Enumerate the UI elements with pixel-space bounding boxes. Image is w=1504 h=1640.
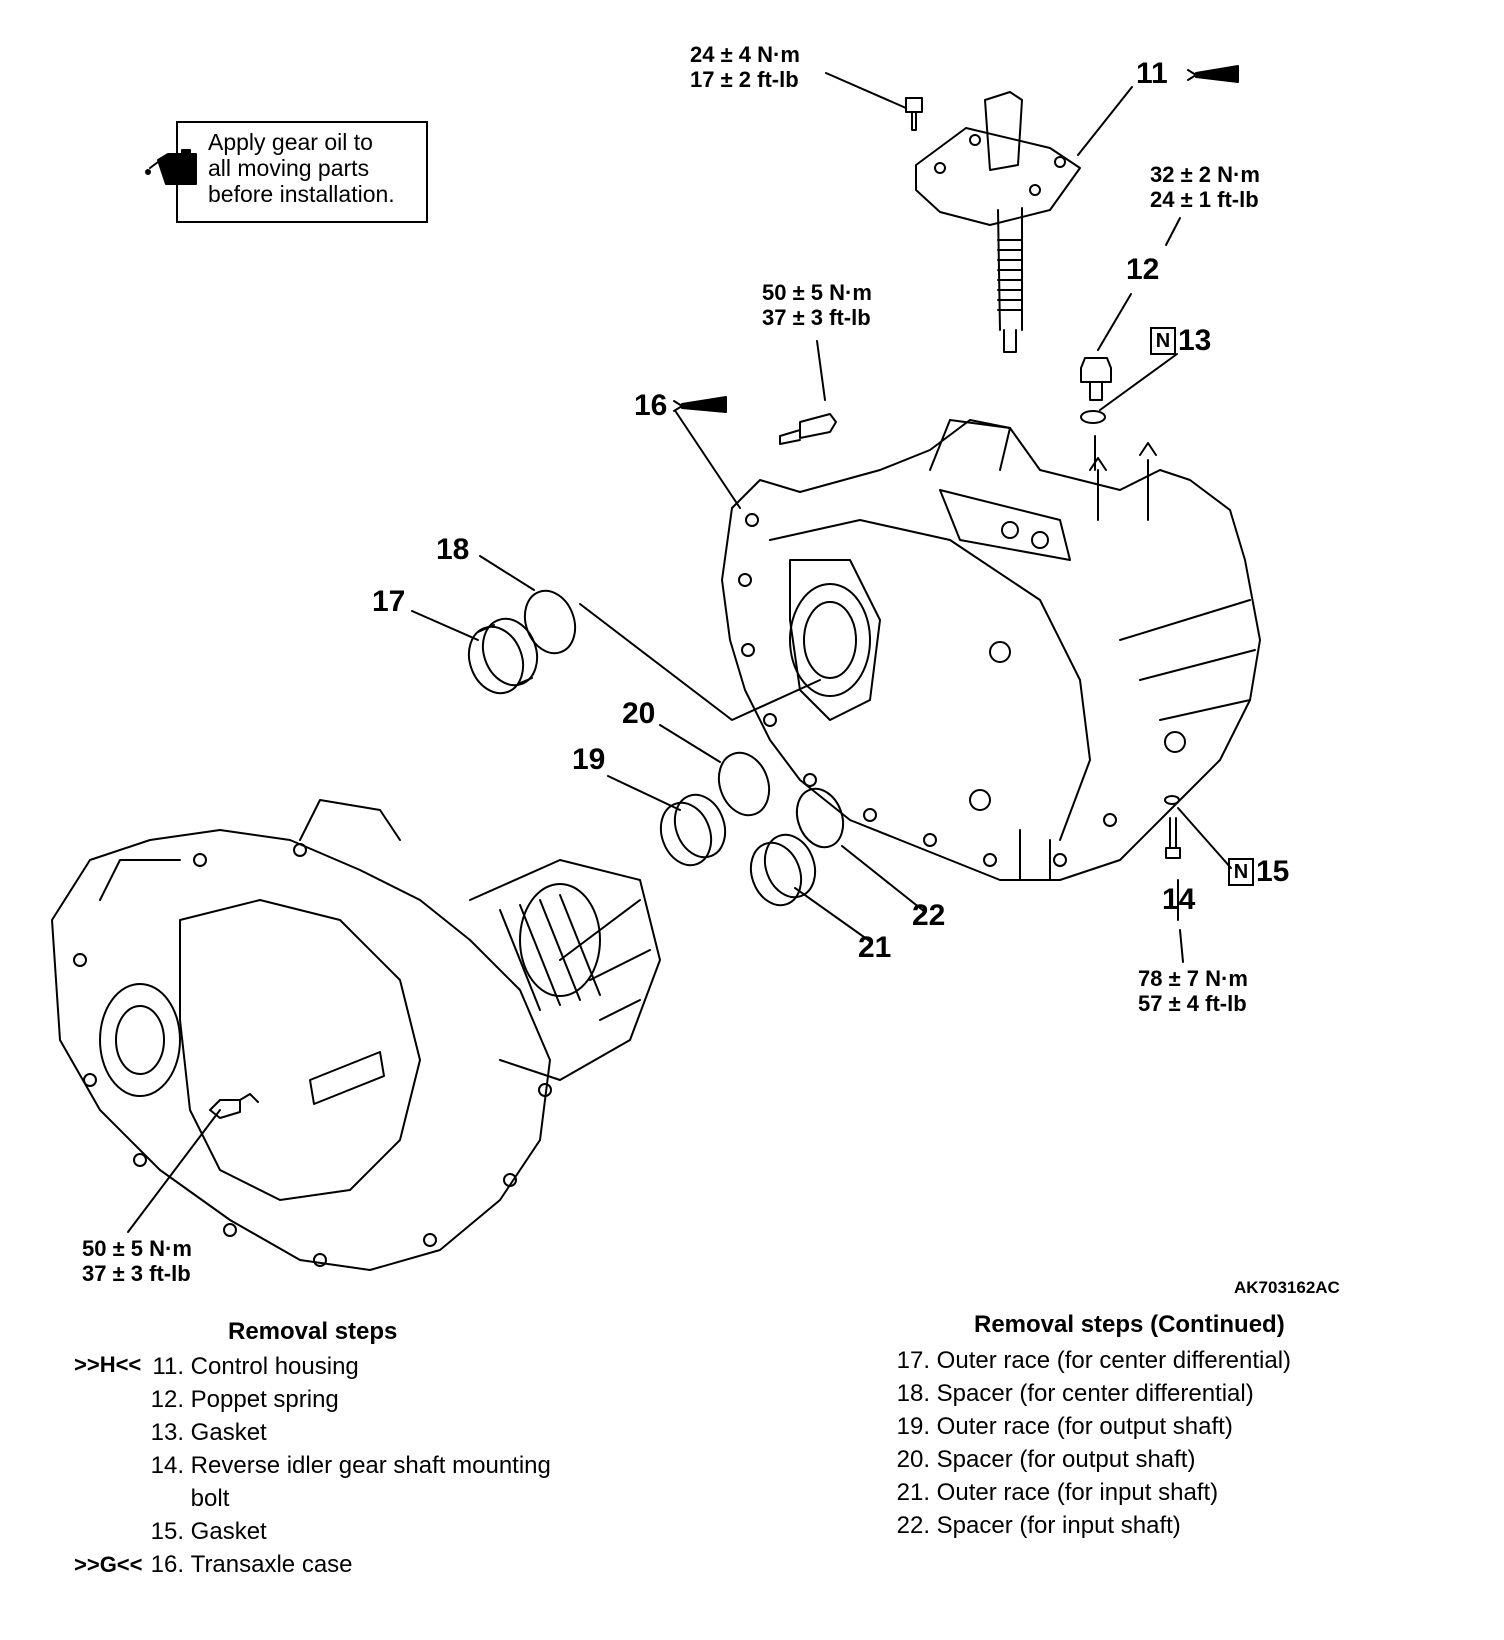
torque-metric: 50 ± 5 N·m bbox=[82, 1236, 192, 1261]
torque-imperial: 37 ± 3 ft-lb bbox=[82, 1261, 191, 1286]
removal-step: 22. Spacer (for input shaft) bbox=[888, 1509, 1181, 1542]
removal-step: 13. Gasket bbox=[142, 1416, 267, 1449]
control-housing bbox=[915, 91, 1081, 353]
spacer-18 bbox=[523, 589, 577, 655]
step-number: 14. bbox=[150, 1452, 184, 1479]
torque-spec-right: 32 ± 2 N·m 24 ± 1 ft-lb bbox=[1150, 162, 1260, 212]
callout-20: 20 bbox=[622, 697, 656, 730]
torque-imperial: 57 ± 4 ft-lb bbox=[1138, 991, 1247, 1016]
note-line: Apply gear oil to bbox=[208, 129, 373, 155]
step-text-line: bolt bbox=[190, 1485, 230, 1512]
step-text: Reverse idler gear shaft mounting bolt bbox=[191, 1449, 551, 1515]
step-text: Spacer (for input shaft) bbox=[936, 1512, 1181, 1539]
callout-12: 12 bbox=[1126, 253, 1160, 286]
step-text-line: Reverse idler gear shaft mounting bbox=[190, 1452, 551, 1479]
step-text: Control housing bbox=[190, 1353, 359, 1380]
step-number: 13. bbox=[150, 1419, 184, 1446]
removal-step: 20. Spacer (for output shaft) bbox=[888, 1443, 1196, 1476]
callout-22: 22 bbox=[912, 899, 946, 932]
torque-imperial: 37 ± 3 ft-lb bbox=[762, 305, 871, 330]
removal-step: 21. Outer race (for input shaft) bbox=[888, 1476, 1219, 1509]
step-number: 12. bbox=[150, 1386, 184, 1413]
gear-oil-note-text: Apply gear oil to all moving parts befor… bbox=[208, 129, 395, 207]
torque-metric: 50 ± 5 N·m bbox=[762, 280, 872, 305]
step-number: 21. bbox=[896, 1479, 930, 1506]
step-text: Transaxle case bbox=[190, 1551, 353, 1578]
removal-step: 17. Outer race (for center differential) bbox=[888, 1344, 1291, 1377]
removal-steps-title: Removal steps bbox=[228, 1318, 398, 1345]
callout-16: 16 bbox=[634, 389, 668, 422]
gear-oil-note: Apply gear oil to all moving parts befor… bbox=[176, 121, 428, 223]
torque-spec-mid: 50 ± 5 N·m 37 ± 3 ft-lb bbox=[762, 280, 872, 330]
removal-step: 19. Outer race (for output shaft) bbox=[888, 1410, 1233, 1443]
step-number: 18. bbox=[896, 1380, 930, 1407]
torque-imperial: 17 ± 2 ft-lb bbox=[690, 67, 799, 92]
outer-race-19 bbox=[659, 793, 727, 867]
step-number: 16. bbox=[150, 1551, 184, 1578]
note-line: before installation. bbox=[208, 181, 395, 207]
step-number: 11. bbox=[152, 1353, 184, 1380]
removal-steps-continued-title: Removal steps (Continued) bbox=[974, 1311, 1285, 1338]
figure-reference: AK703162AC bbox=[1234, 1278, 1340, 1297]
arrow-icon bbox=[673, 396, 727, 413]
step-text: Spacer (for center differential) bbox=[936, 1380, 1254, 1407]
procedure-mark-h: >>H<< bbox=[74, 1352, 142, 1377]
step-text: Outer race (for input shaft) bbox=[936, 1479, 1219, 1506]
torque-spec-bottom-right: 78 ± 7 N·m 57 ± 4 ft-lb bbox=[1138, 966, 1248, 1016]
procedure-mark-g: >>G<< bbox=[74, 1552, 143, 1577]
removal-step: 11. Control housing bbox=[142, 1350, 359, 1383]
step-text: Spacer (for output shaft) bbox=[936, 1446, 1196, 1473]
callout-21: 21 bbox=[858, 931, 892, 964]
callout-14: 14 bbox=[1162, 883, 1196, 916]
note-line: all moving parts bbox=[208, 155, 370, 181]
new-part-icon: N bbox=[1150, 327, 1176, 355]
step-text: Poppet spring bbox=[190, 1386, 339, 1413]
step-number: 22. bbox=[896, 1512, 930, 1539]
transaxle-case bbox=[721, 419, 1261, 881]
callout-11: 11 bbox=[1136, 57, 1168, 90]
step-text: Gasket bbox=[190, 1518, 267, 1545]
arrow-icon bbox=[1187, 65, 1239, 83]
removal-step: 16. Transaxle case bbox=[142, 1548, 353, 1581]
spacer-20 bbox=[717, 751, 771, 817]
torque-spec-top: 24 ± 4 N·m 17 ± 2 ft-lb bbox=[690, 42, 800, 92]
torque-spec-bottom-left: 50 ± 5 N·m 37 ± 3 ft-lb bbox=[82, 1236, 192, 1286]
torque-metric: 78 ± 7 N·m bbox=[1138, 966, 1248, 991]
step-number: 17. bbox=[896, 1347, 930, 1374]
removal-step: 18. Spacer (for center differential) bbox=[888, 1377, 1254, 1410]
removal-step: 14. Reverse idler gear shaft mounting bo… bbox=[142, 1449, 551, 1515]
callout-17: 17 bbox=[372, 585, 406, 618]
transaxle-assembly bbox=[51, 799, 661, 1271]
torque-metric: 32 ± 2 N·m bbox=[1150, 162, 1260, 187]
spacer-22 bbox=[795, 787, 845, 849]
callout-15-number: 15 bbox=[1256, 855, 1290, 888]
step-number: 19. bbox=[896, 1413, 930, 1440]
step-number: 15. bbox=[150, 1518, 184, 1545]
step-text: Outer race (for output shaft) bbox=[936, 1413, 1233, 1440]
callout-13-number: 13 bbox=[1178, 324, 1212, 357]
callout-19: 19 bbox=[572, 743, 606, 776]
torque-imperial: 24 ± 1 ft-lb bbox=[1150, 187, 1259, 212]
removal-step: 12. Poppet spring bbox=[142, 1383, 339, 1416]
new-part-icon: N bbox=[1228, 858, 1254, 886]
outer-race-17 bbox=[467, 617, 539, 695]
removal-step: 15. Gasket bbox=[142, 1515, 267, 1548]
step-text: Outer race (for center differential) bbox=[936, 1347, 1292, 1374]
step-number: 20. bbox=[896, 1446, 930, 1473]
torque-metric: 24 ± 4 N·m bbox=[690, 42, 800, 67]
callout-18: 18 bbox=[436, 533, 470, 566]
step-text: Gasket bbox=[190, 1419, 267, 1446]
outer-race-21 bbox=[749, 833, 817, 907]
